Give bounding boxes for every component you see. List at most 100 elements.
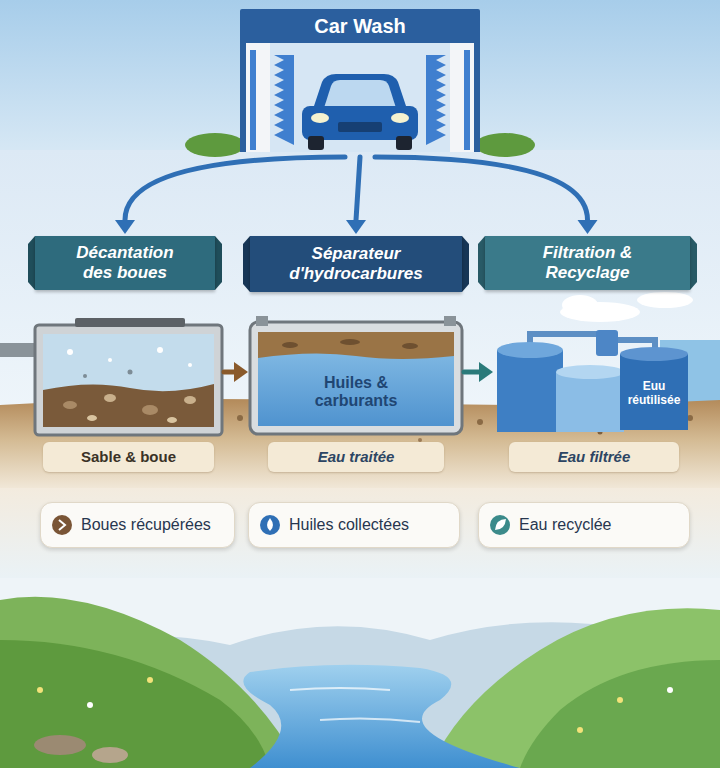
- banner-folds: [462, 236, 469, 292]
- car: [302, 74, 418, 150]
- settling-tank: [108, 358, 112, 362]
- flow-arrow: [115, 157, 345, 234]
- filtration-tanks: [497, 342, 563, 358]
- ground: [0, 488, 720, 578]
- car: [324, 80, 396, 108]
- landscape: [92, 747, 128, 763]
- banner-text: Filtration & Recyclage: [485, 236, 690, 290]
- landscape: [577, 727, 583, 733]
- ground: [477, 419, 483, 425]
- landscape: [37, 687, 43, 693]
- sky: [637, 292, 693, 308]
- settling-tank: [83, 374, 87, 378]
- arrow-head: [346, 220, 366, 234]
- settling-tank: [75, 318, 185, 327]
- flow-arrow: [346, 157, 366, 234]
- tank-label: Sable & boue: [43, 442, 214, 472]
- car: [302, 106, 418, 140]
- car-wash-building: [185, 133, 245, 157]
- filtration-tanks: Euu réutiliséeEau filtrée: [495, 318, 690, 473]
- separator-tank: [256, 316, 268, 326]
- landscape: [520, 660, 720, 768]
- sky: [562, 295, 598, 315]
- separator-tank: [282, 342, 298, 348]
- landscape: [0, 640, 270, 768]
- settling-tank: [157, 347, 163, 353]
- landscape: [87, 702, 93, 708]
- filtration-tanks: [556, 372, 624, 432]
- settling-tank: [128, 370, 133, 375]
- arrow-line: [125, 157, 345, 220]
- settling-tank: [167, 417, 177, 423]
- filtration-tanks: [620, 354, 688, 430]
- separator-tank: [258, 332, 454, 426]
- car-wash-building: [246, 42, 270, 152]
- pill-text: Eau recyclée: [479, 503, 689, 547]
- settling-tank: [67, 349, 73, 355]
- step-banner: Séparateur d'hydrocarbures: [250, 236, 462, 292]
- arrow-line: [224, 370, 234, 375]
- separator-tank: [258, 332, 454, 359]
- car-wash-building: [475, 133, 535, 157]
- banner-folds: [28, 236, 697, 292]
- settling-tank: [142, 405, 158, 415]
- sky: [0, 0, 720, 160]
- result-pill: Eau recyclée: [478, 502, 690, 548]
- landscape: [0, 597, 720, 768]
- settling-tank: [87, 415, 97, 421]
- filtration-tanks: [556, 365, 624, 379]
- arrow-head: [234, 362, 248, 382]
- banner-folds: [478, 236, 485, 290]
- settling-tank: [35, 325, 222, 435]
- car-wash-building: [250, 50, 256, 150]
- settling-tank: [43, 384, 214, 427]
- car: [311, 113, 329, 123]
- settling-tank: [184, 396, 196, 404]
- sign-text: Car Wash: [240, 9, 480, 43]
- landscape: [147, 677, 153, 683]
- arrow-line: [464, 370, 479, 375]
- pill-text: Huiles collectées: [249, 503, 459, 547]
- banner-text: Séparateur d'hydrocarbures: [250, 236, 462, 292]
- banner-text: Décantation des boues: [35, 236, 215, 290]
- arrow-head: [578, 220, 598, 234]
- banner-folds: [28, 236, 35, 290]
- landscape: [290, 688, 420, 722]
- separator-tank: [250, 316, 462, 434]
- settling-tank: [0, 318, 222, 435]
- car-wash-building: [426, 55, 446, 145]
- landscape: [667, 687, 673, 693]
- car: [338, 122, 382, 132]
- landscape: [430, 608, 720, 768]
- banner-folds: [690, 236, 697, 290]
- car: [308, 136, 324, 150]
- landscape: [34, 735, 86, 755]
- settling-tank: [104, 394, 116, 402]
- car-wash: Car Wash: [235, 5, 485, 153]
- banner-folds: [243, 236, 250, 292]
- step-banner: Filtration & Recyclage: [485, 236, 690, 290]
- filtration-tanks: [620, 347, 688, 361]
- tank-label: Eau traitée: [268, 442, 444, 472]
- car-wash-building: [464, 50, 470, 150]
- flow-arrow: [464, 362, 493, 382]
- car: [396, 136, 412, 150]
- car: [391, 113, 409, 123]
- arrow-head: [115, 220, 135, 234]
- arrow-line: [356, 157, 360, 220]
- arrow-line: [375, 157, 588, 220]
- pill-text: Boues récupérées: [41, 503, 234, 547]
- tank-label: Eau filtrée: [509, 442, 679, 472]
- ground: [237, 415, 243, 421]
- flow-arrow: [375, 157, 598, 234]
- landscape: [617, 697, 623, 703]
- car-wash-building: [450, 42, 474, 152]
- step-banner: Décantation des boues: [35, 236, 215, 290]
- result-pill: Huiles collectées: [248, 502, 460, 548]
- separator-tank: [444, 316, 456, 326]
- settling-tank: [63, 401, 77, 409]
- filtration-tanks: [497, 330, 688, 432]
- filtration-tanks: [596, 330, 618, 356]
- flow-arrow: [224, 362, 248, 382]
